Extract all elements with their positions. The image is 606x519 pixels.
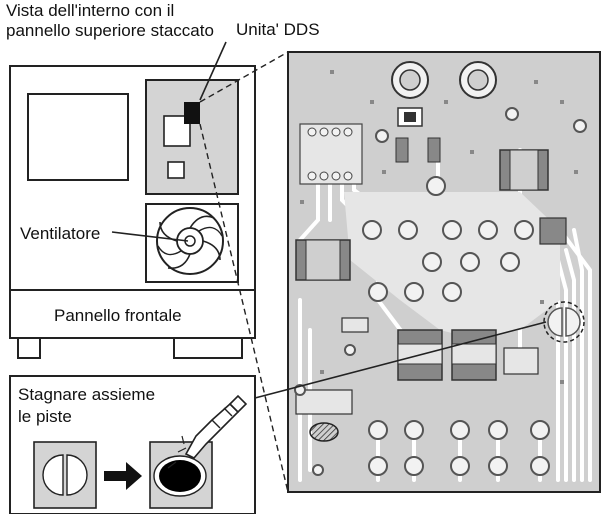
view-title-line1: Vista dell'interno con il: [6, 1, 175, 20]
inset-leader-line: [254, 321, 547, 399]
dds-unit-label: Unita' DDS: [236, 20, 320, 39]
dds-unit: [145, 79, 239, 195]
fan-leader-line: [111, 231, 189, 242]
dds-chip: [184, 102, 200, 124]
tinning-label-line1: Stagnare assieme: [18, 385, 156, 404]
soldering-inset: [9, 375, 256, 515]
dds-leader-line: [199, 41, 227, 101]
arrow-right-icon: [104, 462, 142, 490]
front-panel-label: Pannello frontale: [54, 306, 182, 325]
foot-right: [173, 337, 243, 359]
fan-label: Ventilatore: [20, 224, 101, 243]
fan-icon: [156, 207, 224, 275]
hatched-pad: [309, 422, 339, 442]
front-panel-box: [9, 289, 256, 339]
soldering-iron-icon: [167, 394, 248, 469]
solder-blob: [159, 460, 201, 492]
pcb-closeup: [287, 51, 601, 493]
projection-lines: [199, 51, 289, 493]
tinning-label-line2: le piste: [18, 407, 72, 426]
foot-left: [17, 337, 41, 359]
view-title-line2: pannello superiore staccato: [6, 21, 214, 40]
highlight-circle: [543, 301, 585, 343]
display-window: [27, 93, 129, 181]
device-outline: [9, 41, 256, 359]
